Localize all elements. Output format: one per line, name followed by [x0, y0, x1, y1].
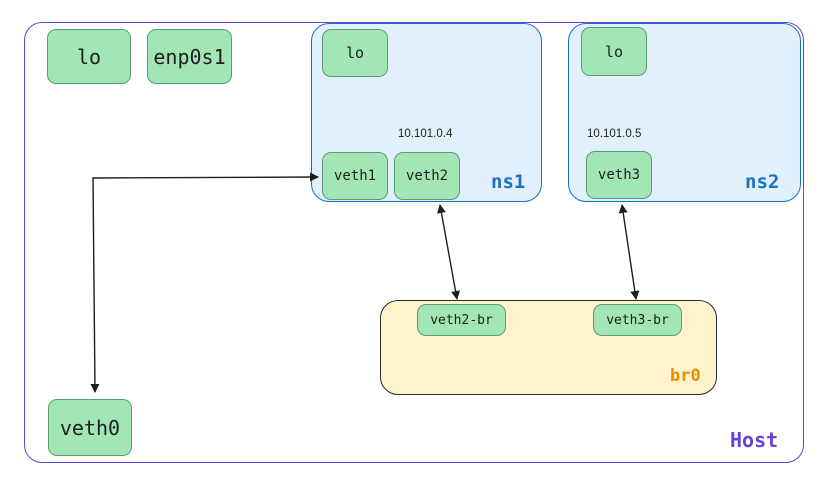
bridge-br0-label: br0 [670, 366, 701, 386]
ns2-veth3-interface: veth3 [586, 151, 652, 199]
host-enp0s1-interface: enp0s1 [147, 29, 232, 84]
host-lo-interface: lo [47, 29, 131, 84]
ns2-ip-address: 10.101.0.5 [587, 128, 642, 140]
ns1-lo-interface: lo [322, 29, 388, 77]
host-label: Host [730, 428, 779, 452]
ns1-veth1-interface: veth1 [322, 152, 388, 200]
bridge-veth2-br-port: veth2-br [417, 304, 506, 336]
host-box [24, 22, 804, 463]
ns1-ip-address: 10.101.0.4 [398, 128, 453, 140]
bridge-veth3-br-port: veth3-br [593, 304, 682, 336]
ns2-label: ns2 [745, 171, 780, 193]
ns1-veth2-interface: veth2 [394, 152, 460, 200]
host-veth0-interface: veth0 [48, 399, 132, 456]
ns1-label: ns1 [491, 171, 526, 193]
ns2-lo-interface: lo [581, 27, 647, 76]
